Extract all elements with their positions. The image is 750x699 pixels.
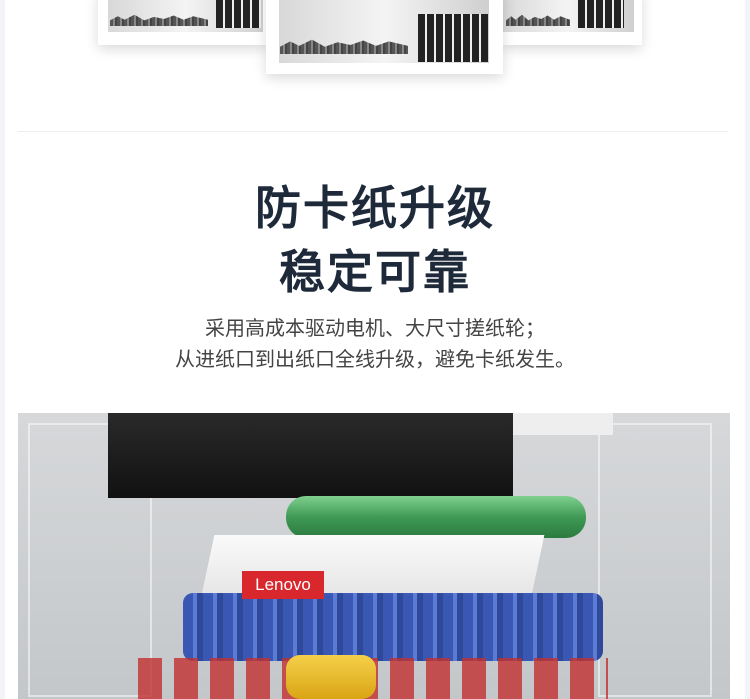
lenovo-logo: Lenovo xyxy=(242,571,324,599)
yellow-pickup-roller xyxy=(286,655,376,699)
description-line-1: 采用高成本驱动电机、大尺寸搓纸轮； xyxy=(205,316,545,340)
description-line-2: 从进纸口到出纸口全线升级，避免卡纸发生。 xyxy=(175,347,575,371)
sample-print-left xyxy=(98,0,268,45)
printer-top-cover xyxy=(108,413,513,498)
heading-line-2: 稳定可靠 xyxy=(279,245,471,299)
blue-feed-roller xyxy=(183,593,603,661)
section-divider xyxy=(18,131,728,132)
sample-print-right xyxy=(502,0,642,45)
green-roller xyxy=(286,496,586,538)
heading-line-1: 防卡纸升级 xyxy=(255,181,495,235)
printer-cutaway-illustration: Lenovo xyxy=(18,413,730,699)
sample-print-center xyxy=(266,0,503,74)
